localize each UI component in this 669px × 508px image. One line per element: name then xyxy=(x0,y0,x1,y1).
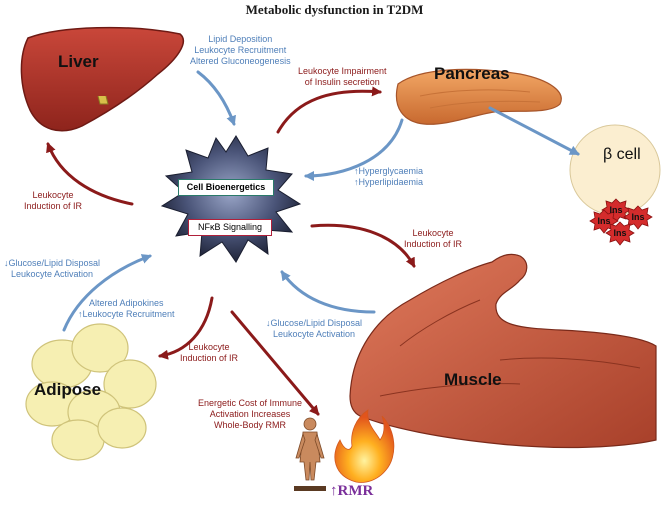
adipose-label: Adipose xyxy=(34,380,102,399)
insulin-label: Ins xyxy=(631,212,645,222)
adipose-cluster xyxy=(25,323,157,461)
muscle-shape xyxy=(349,253,657,449)
arrow-pancreas-to-beta xyxy=(488,106,580,156)
human-figure xyxy=(294,417,326,491)
muscle-label: Muscle xyxy=(444,370,502,389)
flame-shape xyxy=(334,409,395,483)
arrow-cell-to-pancreas xyxy=(276,86,382,134)
arrow-muscle-to-cell xyxy=(280,270,376,314)
pancreas-shape xyxy=(395,68,562,125)
insulin-label: Ins xyxy=(613,228,627,238)
arrow-cell-to-human xyxy=(230,310,320,416)
arrow-adipose-to-cell xyxy=(62,254,152,332)
arrow-pancreas-to-cell xyxy=(304,118,404,181)
diagram-title: Metabolic dysfunction in T2DM xyxy=(245,2,424,17)
pancreas-input-text: ↑Hyperglycaemia↑Hyperlipidaemia xyxy=(354,166,424,187)
insulin-granules xyxy=(589,198,653,246)
immune-cell-shape xyxy=(160,135,302,263)
cell-bioenergetics-box: Cell Bioenergetics xyxy=(178,179,274,196)
insulin-label: Ins xyxy=(609,205,623,215)
adipose-input-text: Altered Adipokines↑Leukocyte Recruitment xyxy=(78,298,175,319)
liver-label: Liver xyxy=(58,52,99,71)
arrow-liver-to-cell xyxy=(196,70,236,126)
pancreas-label: Pancreas xyxy=(434,64,510,83)
arrow-cell-to-muscle xyxy=(310,223,416,268)
nfkb-signalling-box: NFκB Signalling xyxy=(188,219,272,236)
arrow-cell-to-liver xyxy=(46,142,134,206)
insulin-label: Ins xyxy=(597,216,611,226)
rmr-label: ↑RMR xyxy=(330,483,374,499)
arrow-cell-to-adipose xyxy=(158,296,214,360)
liver-shape xyxy=(20,26,185,132)
beta-cell-label: β cell xyxy=(603,146,641,163)
